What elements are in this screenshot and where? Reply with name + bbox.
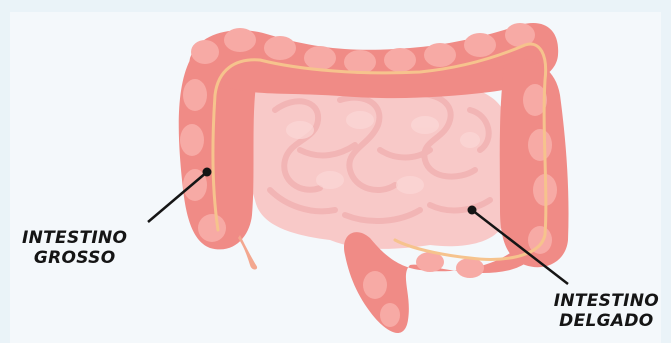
small-intestine-label: INTESTINO DELGADO xyxy=(554,291,659,331)
small-intestine xyxy=(247,74,505,249)
small-intestine-label-line2: DELGADO xyxy=(554,311,659,331)
large-intestine-pointer-dot xyxy=(203,168,212,177)
large-intestine-label-line1: INTESTINO xyxy=(22,228,127,248)
small-intestine-label-line1: INTESTINO xyxy=(554,291,659,311)
small-intestine-pointer-dot xyxy=(468,206,477,215)
large-intestine-label: INTESTINO GROSSO xyxy=(22,228,127,268)
large-intestine-label-line2: GROSSO xyxy=(22,248,127,268)
